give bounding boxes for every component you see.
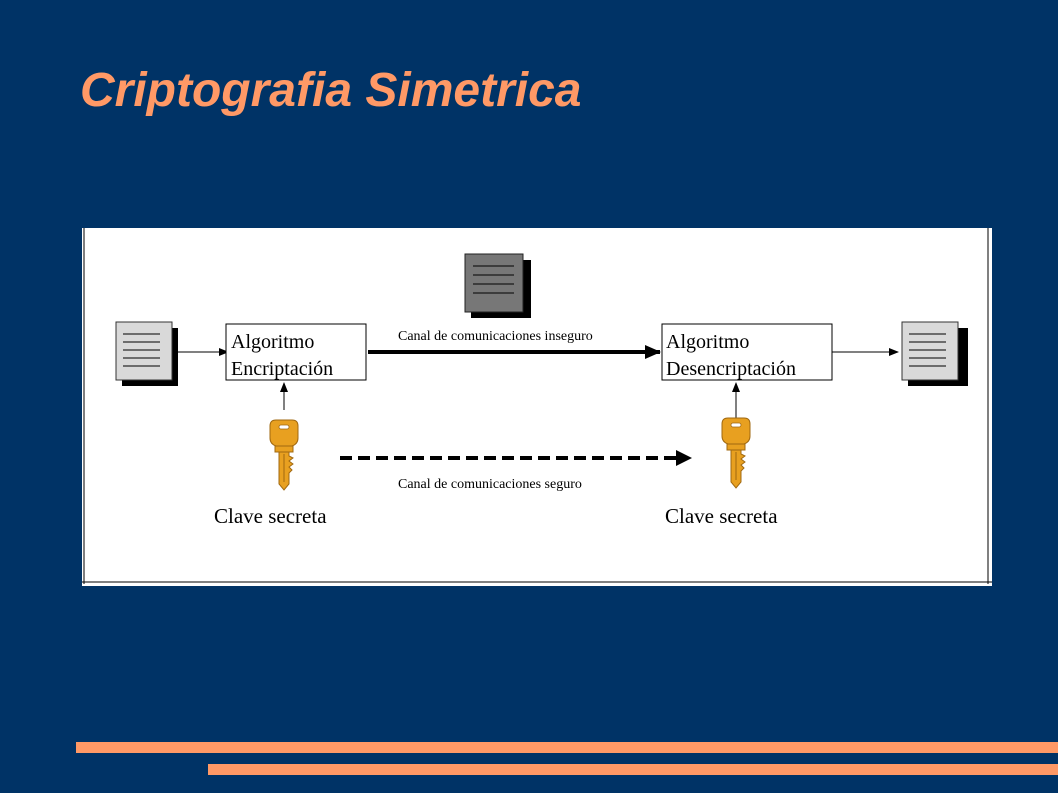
slide-title: Criptografia Simetrica [80,64,582,117]
encryption-algorithm-box: Algoritmo Encriptación [225,323,367,381]
decorative-bar-top [76,742,1058,753]
encrypt-box-line2: Encriptación [231,358,333,380]
decrypt-box-line1: Algoritmo [666,331,749,353]
decorative-bar-bottom [208,764,1058,775]
symmetric-crypto-diagram: Algoritmo Encriptación Canal de comunica… [82,228,992,584]
insecure-channel-label: Canal de comunicaciones inseguro [398,329,593,344]
encrypt-box-line1: Algoritmo [231,331,314,353]
plaintext-document-icon [115,321,178,386]
ciphertext-document-icon [464,253,531,318]
secure-channel-label: Canal de comunicaciones seguro [398,477,582,492]
decrypt-box-line2: Desencriptación [666,358,796,380]
decrypted-document-icon [901,321,968,386]
secure-channel-arrowhead [676,450,692,466]
diagram-frame: Algoritmo Encriptación Canal de comunica… [82,228,992,586]
right-key-icon [721,417,751,489]
left-key-label: Clave secreta [214,504,327,528]
right-key-label: Clave secreta [665,504,778,528]
decryption-algorithm-box: Algoritmo Desencriptación [661,323,833,381]
left-key-icon [269,419,299,491]
